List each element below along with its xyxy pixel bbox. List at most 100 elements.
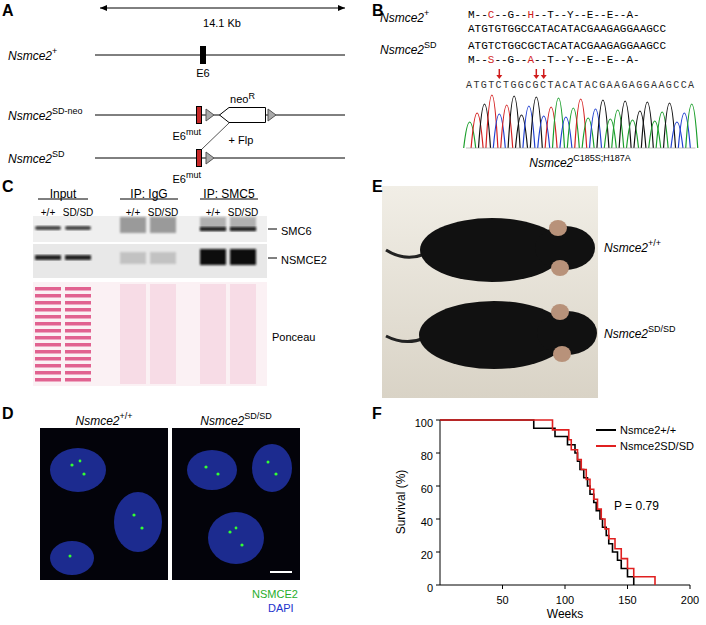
legend-entry: Nsmce2+/+ <box>596 424 676 436</box>
text-label: + <box>52 46 57 56</box>
drawing-part <box>436 486 440 487</box>
text-label: Nsmce2 <box>604 241 648 255</box>
text-label: 100 <box>556 594 574 606</box>
label-group: 60 <box>421 479 433 497</box>
text-label: SD-neo <box>52 106 83 116</box>
drawing-part <box>200 217 226 231</box>
text-label: Nsmce2 <box>8 49 52 63</box>
node-label: neoR <box>230 91 255 106</box>
label-group: 80 <box>421 446 433 464</box>
drawing-part <box>35 255 61 260</box>
drawing-part <box>65 255 91 260</box>
drawing-part <box>252 444 292 492</box>
label-group: IP: IgG <box>130 184 167 202</box>
mutation-arrowhead <box>496 75 502 79</box>
text-label: DAPI <box>268 602 294 614</box>
node-text: mut <box>186 170 201 180</box>
text-label: Nsmce2 <box>8 109 52 123</box>
drawing-part <box>100 8 345 9</box>
drawing-part <box>436 585 440 586</box>
text-label: Weeks <box>547 607 583 621</box>
text-label: M-- <box>468 54 488 66</box>
label-group: ATGTGTGGCCATACATACGAAGAGGAAGCC <box>468 18 666 36</box>
drawing-part <box>274 472 277 475</box>
drawing-part <box>140 526 143 529</box>
label-group: A <box>2 2 14 20</box>
text-label: ATGTGTGGCCATACATACGAAGAGGAAGCC <box>468 23 666 35</box>
label-group: Nsmce2SD <box>380 40 437 59</box>
drawing-part <box>120 217 146 233</box>
node-label: E6mut <box>173 127 201 142</box>
legend-line-sample <box>596 441 616 451</box>
drawing-part <box>553 346 571 362</box>
text-label: 80 <box>421 450 433 462</box>
drawing-part <box>386 250 425 257</box>
label-group: P = 0.79 <box>614 496 659 514</box>
drawing-part <box>50 448 106 492</box>
edge-label: + Flp <box>228 134 255 146</box>
drawing-part <box>230 284 256 384</box>
label-group: Survival (%) <box>391 470 409 535</box>
drawing-part <box>565 585 566 589</box>
drawing-part <box>230 227 256 231</box>
label-group: Nsmce2+/+ <box>75 411 132 430</box>
drawing-part <box>268 229 277 230</box>
drawing-part <box>268 109 276 121</box>
label-group: +/+ <box>126 202 140 220</box>
drawing-part <box>70 463 73 466</box>
mutation-arrow <box>536 69 538 76</box>
text-label: +/+ <box>126 207 140 218</box>
label-group: ATGTCTGGCGCTACATACGAAGAGGAAGCC <box>468 35 666 53</box>
text-label: C185S;H187A <box>573 153 631 163</box>
drawing-part <box>502 585 503 589</box>
drawing-part <box>208 512 264 564</box>
drawing-part <box>33 282 267 386</box>
drawing-part <box>228 530 231 533</box>
text-label: NSMCE2 <box>252 588 298 600</box>
cassette-outline <box>220 108 266 123</box>
text-label: IP: IgG <box>130 187 167 201</box>
legend-line <box>596 445 616 447</box>
drawing-part <box>50 541 94 575</box>
label-group: Nsmce2+ <box>380 8 429 27</box>
label-group: 0 <box>427 578 433 596</box>
text-label: Nsmce2 <box>529 156 573 170</box>
panel-letter: E <box>372 178 383 195</box>
label-group: IP: SMC5 <box>203 184 254 202</box>
mutation-arrow <box>499 69 501 76</box>
drawing-part <box>35 226 61 230</box>
label-group: 20 <box>421 545 433 563</box>
label-group: Nsmce2C185S;H187A <box>529 153 631 172</box>
drawing-part <box>65 284 91 384</box>
text-label: --T--Y--E--E--A- <box>534 54 640 66</box>
trace-peak <box>641 102 653 148</box>
label-group: M--C--G--H--T--Y--E--E--A- <box>468 4 640 22</box>
label-group: D <box>2 405 14 423</box>
label-group: SD/SD <box>63 202 94 220</box>
text-label: 20 <box>421 549 433 561</box>
western-blot <box>33 199 277 386</box>
drawing-part <box>95 158 345 159</box>
text-label: SD/SD <box>228 207 259 218</box>
drawing-part <box>206 152 214 164</box>
label-group: SD/SD <box>148 202 179 220</box>
text-label: +/+ <box>648 238 661 248</box>
label-group: C <box>2 178 14 196</box>
text-label: 60 <box>421 483 433 495</box>
panel-letter: D <box>2 405 14 422</box>
legend-line-sample <box>596 425 616 435</box>
trace-baseline <box>466 148 695 149</box>
text-label: 0 <box>427 582 433 594</box>
drawing-part <box>436 519 440 520</box>
text-label: --G-- <box>494 54 527 66</box>
text-label: P = 0.79 <box>614 499 659 513</box>
drawing-part <box>436 453 440 454</box>
drawing-part <box>549 220 567 236</box>
label-group: 100 <box>415 413 433 431</box>
text-label: Nsmce2 <box>380 43 424 57</box>
legend-line <box>596 429 616 431</box>
drawing-part <box>33 216 267 242</box>
label-group: NSMCE2 <box>281 250 327 268</box>
